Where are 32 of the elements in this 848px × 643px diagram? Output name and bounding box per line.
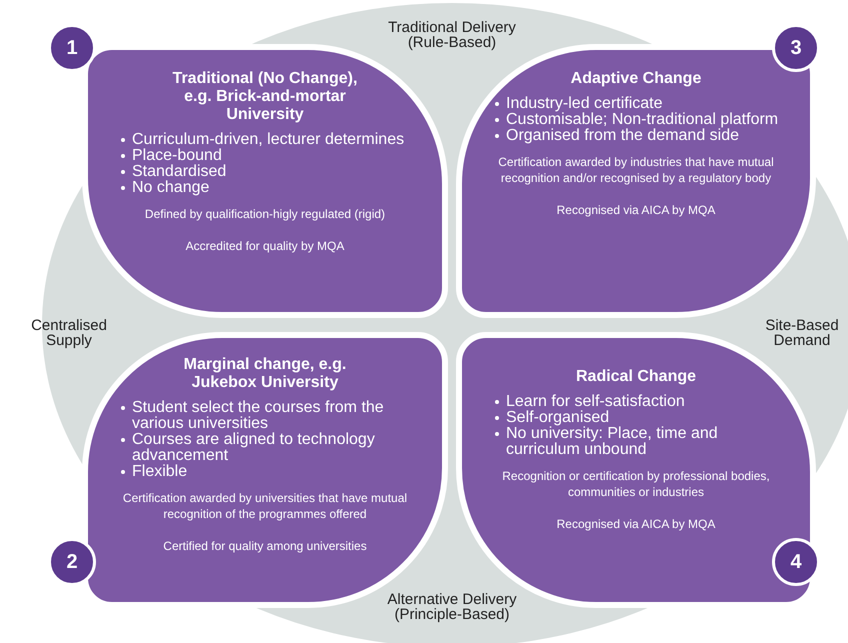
quadrant-heading: Adaptive Change: [570, 70, 702, 88]
bullet-item: No change: [132, 180, 210, 196]
bullet-item: Learn for self-satisfaction: [506, 394, 686, 410]
axis-label: Site-Based Demand: [764, 318, 840, 348]
bullet-item: Organised from the demand side: [506, 128, 740, 144]
note-text: Recognition or certification by professional bodies, communities or industries: [501, 468, 771, 500]
note-text: Certification awarded by universities that have mutual recognition of the programmes offered: [122, 490, 408, 522]
note-text: Certified for quality among universities: [162, 538, 368, 554]
bullet-item: Place-bound: [132, 148, 223, 164]
bullet-item: Student select the courses from the various universities: [132, 400, 385, 432]
note-text: Accredited for quality by MQA: [184, 238, 346, 254]
note-text: Recognised via AICA by MQA: [556, 516, 716, 532]
number-badge: 2: [48, 538, 96, 586]
quadrant-heading: Traditional (No Change), e.g. Brick-and-mortar University: [172, 70, 358, 124]
bullet-item: Flexible: [132, 464, 188, 480]
bullet-item: Industry-led certificate: [506, 96, 664, 112]
number-badge: 3: [772, 24, 820, 72]
note-text: Recognised via AICA by MQA: [556, 202, 716, 218]
quadrant-heading: Marginal change, e.g. Jukebox University: [182, 356, 348, 392]
bullet-item: Standardised: [132, 164, 228, 180]
axis-label: Traditional Delivery (Rule-Based): [387, 20, 517, 50]
bullet-item: Customisable; Non-traditional platform: [506, 112, 780, 128]
quadrant-heading: Radical Change: [574, 368, 698, 386]
bullet-item: Self-organised: [506, 410, 610, 426]
number-badge: 1: [48, 24, 96, 72]
bullet-item: Courses are aligned to technology advancement: [132, 432, 376, 464]
axis-label: Centralised Supply: [30, 318, 108, 348]
note-text: Certification awarded by industries that have mutual recognition and/or recognised by a regulatory body: [497, 154, 775, 186]
bullet-item: Curriculum-driven, lecturer determines: [132, 132, 406, 148]
axis-label: Alternative Delivery (Principle-Based): [386, 592, 518, 622]
note-text: Defined by qualification-higly regulated (rigid): [144, 206, 386, 222]
bullet-item: No university: Place, time and curriculum unbound: [506, 426, 719, 458]
